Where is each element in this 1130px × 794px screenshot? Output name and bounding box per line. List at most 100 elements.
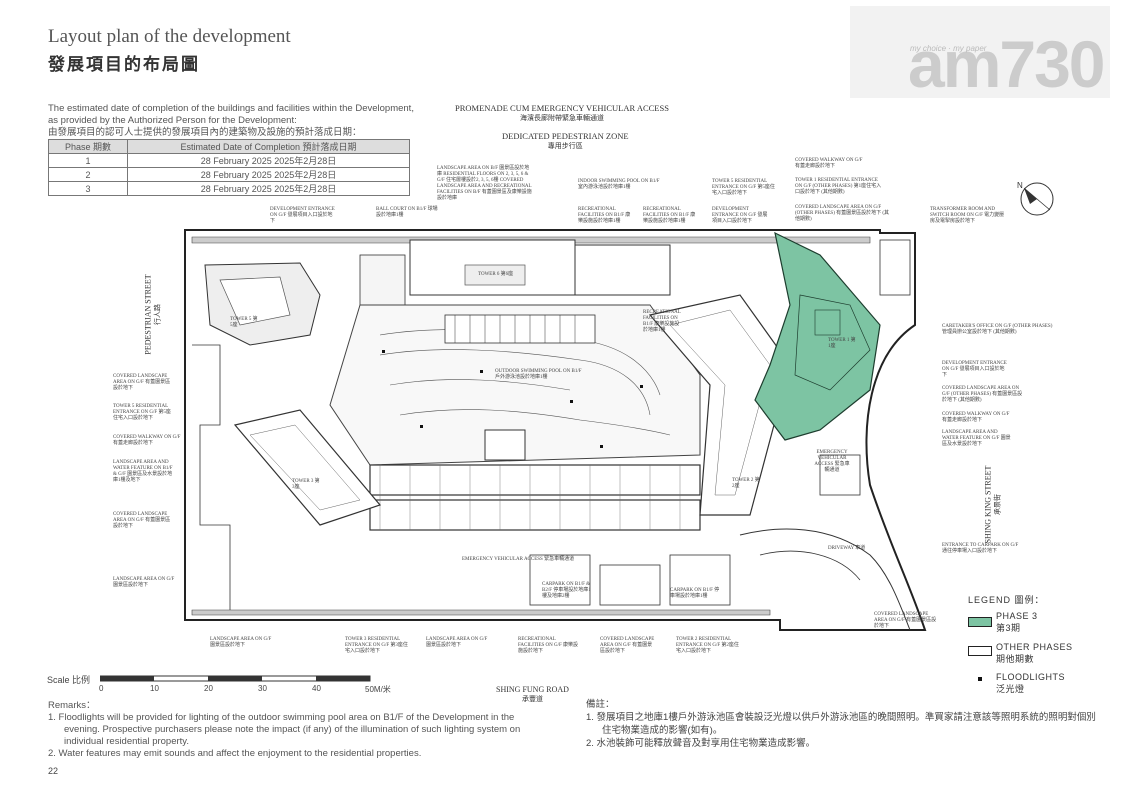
callout-label: DEVELOPMENT ENTRANCE ON G/F 發展項目入口設於地下 xyxy=(270,207,335,224)
callout-label: TOWER 3 RESIDENTIAL ENTRANCE ON G/F 第3座住… xyxy=(345,637,408,654)
callout-label: TOWER 1 RESIDENTIAL ENTRANCE ON G/F (OTH… xyxy=(795,178,882,195)
legend-title: LEGEND 圖例： xyxy=(968,595,1045,605)
callout-label: TOWER 2 RESIDENTIAL ENTRANCE ON G/F 第2座住… xyxy=(676,637,739,654)
legend-item-floodlights: FLOODLIGHTS 泛光燈 xyxy=(996,671,1065,695)
remark-item: 1. Floodlights will be provided for ligh… xyxy=(48,712,521,747)
promenade-label: PROMENADE CUM EMERGENCY VEHICULAR ACCESS… xyxy=(455,103,669,123)
promenade-label-zh: 海濱長廊附帶緊急車輛通道 xyxy=(519,114,604,122)
legend-label-en: OTHER PHASES xyxy=(996,642,1073,652)
pool-label: OUTDOOR SWIMMING POOL ON B1/F 戶外游泳池設於地庫1… xyxy=(495,369,582,380)
page-title-zh: 發展項目的布局圖 xyxy=(48,55,200,74)
callout-label: RECREATIONAL FACILITIES ON B1/F 康樂設施設於地庫… xyxy=(643,207,696,224)
remarks-title: Remarks： xyxy=(48,700,96,711)
legend-label-zh: 泛光燈 xyxy=(996,684,1025,694)
completion-intro-en: The estimated date of completion of the … xyxy=(48,103,414,126)
callout-label: RECREATIONAL FACILITIES ON G/F 康樂設施設於地下 xyxy=(518,637,579,654)
table-cell: 2 xyxy=(48,167,128,182)
table-cell: 28 February 2025 2025年2月28日 xyxy=(127,167,410,182)
callout-label: RECREATIONAL FACILITIES ON B1/F 康樂設施設於地庫… xyxy=(578,207,631,224)
callout-label: LANDSCAPE AREA ON G/F 園景區設於地下 xyxy=(113,577,175,588)
tower3-label: TOWER 3 第3座 xyxy=(292,479,320,490)
table-cell: 3 xyxy=(48,181,128,196)
callout-label: BALL COURT ON B1/F 球場設於地庫1樓 xyxy=(376,207,438,218)
table-row: 1 28 February 2025 2025年2月28日 xyxy=(48,153,410,168)
completion-intro-zh: 由發展項目的認可人士提供的發展項目內的建築物及設施的預計落成日期： xyxy=(48,127,362,138)
site-plan xyxy=(184,229,927,631)
pedestrian-zone-zh: 專用步行區 xyxy=(547,142,583,150)
pedestrian-street-en: PEDESTRIAN STREET xyxy=(143,274,153,355)
tower6-label: TOWER 6 第6座 xyxy=(478,272,514,277)
callout-label: COVERED WALKWAY ON G/F 有蓋走廊設於地下 xyxy=(113,435,181,446)
callout-label: COVERED LANDSCAPE AREA ON G/F 有蓋園景區設於地下 xyxy=(113,374,171,391)
callout-label: CARETAKER'S OFFICE ON G/F (OTHER PHASES)… xyxy=(942,324,1053,335)
note-item: 2. 水池裝飾可能釋放聲音及對享用住宅物業造成影響。 xyxy=(586,738,816,749)
remarks-en: Remarks： 1. Floodlights will be provided… xyxy=(48,700,548,760)
callout-label: DEVELOPMENT ENTRANCE ON G/F 發展項目入口設於地下 xyxy=(712,207,768,224)
eva-bottom-label: EMERGENCY VEHICULAR ACCESS 緊急車輛通道 xyxy=(462,557,575,562)
legend-label-zh: 期他期數 xyxy=(996,654,1035,664)
callout-label: LANDSCAPE AREA ON G/F 園景區設於地下 xyxy=(210,637,272,648)
watermark-panel xyxy=(850,6,1110,98)
scale-tick: 40 xyxy=(312,684,321,693)
completion-intro: The estimated date of completion of the … xyxy=(48,103,418,139)
legend-swatch-phase3 xyxy=(968,617,992,627)
pedestrian-street-zh: 行人路 xyxy=(153,304,162,325)
callout-label: DEVELOPMENT ENTRANCE ON G/F 發展項目入口設於地下 xyxy=(942,361,1007,378)
table-row: 3 28 February 2025 2025年2月28日 xyxy=(48,181,410,196)
phase-completion-table: Phase 期數 Estimated Date of Completion 預計… xyxy=(48,139,410,196)
legend-item-phase3: PHASE 3 第3期 xyxy=(996,610,1038,634)
callout-label: COVERED LANDSCAPE AREA ON G/F 有蓋園景區設於地下 xyxy=(600,637,655,654)
callout-label: INDOOR SWIMMING POOL ON B1/F 室內游泳池設於地庫1樓 xyxy=(578,179,660,190)
carpark-b1-b2-label: CARPARK ON B1/F & B2/F 停車場設於地庫1樓及地庫2樓 xyxy=(542,582,591,599)
svg-text:N: N xyxy=(1017,181,1023,190)
table-cell: 28 February 2025 2025年2月28日 xyxy=(127,153,410,168)
scale-tick: 20 xyxy=(204,684,213,693)
callout-label: ENTRANCE TO CARPARK ON G/F 通往停車場入口設於地下 xyxy=(942,543,1019,554)
shing-king-street-label: SHING KING STREET 承景街 xyxy=(984,455,1003,555)
tower2-label: TOWER 2 第2座 xyxy=(732,478,760,489)
eva-right-label: EMERGENCY VEHICULAR ACCESS 緊急車輛通道 xyxy=(814,450,850,473)
shing-king-street-zh: 承景街 xyxy=(993,494,1002,515)
promenade-label-en: PROMENADE CUM EMERGENCY VEHICULAR ACCESS xyxy=(455,103,669,113)
legend-label-en: FLOODLIGHTS xyxy=(996,672,1066,682)
legend-item-other-phases: OTHER PHASES 期他期數 xyxy=(996,641,1073,665)
callout-label: LANDSCAPE AREA AND WATER FEATURE ON G/F … xyxy=(942,430,1011,447)
callout-label: LANDSCAPE AREA AND WATER FEATURE ON B1/F… xyxy=(113,460,173,483)
callout-label: LANDSCAPE AREA ON B/F 園景區設於地庫 RESIDENTIA… xyxy=(437,166,532,201)
table-row: 2 28 February 2025 2025年2月28日 xyxy=(48,167,410,182)
table-cell: 28 February 2025 2025年2月28日 xyxy=(127,181,410,196)
callout-label: COVERED LANDSCAPE AREA ON G/F (OTHER PHA… xyxy=(795,205,890,222)
note-item: 1. 發展項目之地庫1樓戶外游泳池區會裝設泛光燈以供戶外游泳池區的晚間照明。準買… xyxy=(586,712,1096,736)
callout-label: COVERED LANDSCAPE AREA ON G/F 有蓋園景區設於地下 xyxy=(113,512,171,529)
callout-label: TOWER 5 RESIDENTIAL ENTRANCE ON G/F 第5座住… xyxy=(712,179,775,196)
callout-label: COVERED LANDSCAPE AREA ON G/F (OTHER PHA… xyxy=(942,386,1023,403)
scale-tick: 30 xyxy=(258,684,267,693)
shing-king-street-en: SHING KING STREET xyxy=(983,465,993,544)
page-title-en: Layout plan of the development xyxy=(48,26,291,47)
notes-title: 備註： xyxy=(586,699,615,710)
shing-fung-road-en: SHING FUNG ROAD xyxy=(496,685,569,694)
scale-bar xyxy=(100,675,371,682)
scale-label: Scale 比例 xyxy=(47,675,91,685)
north-arrow-icon: N xyxy=(1017,181,1054,216)
callout-label: TOWER 5 RESIDENTIAL ENTRANCE ON G/F 第5座住… xyxy=(113,404,171,421)
watermark-logo: am730 xyxy=(908,27,1106,101)
scale-tick: 0 xyxy=(99,684,104,693)
table-header-cell: Estimated Date of Completion 預計落成日期 xyxy=(127,139,410,154)
legend-label-zh: 第3期 xyxy=(996,623,1021,633)
callout-label: COVERED LANDSCAPE AREA ON G/F 有蓋園景區設於地下 xyxy=(874,612,937,629)
watermark-slogan: my choice · my paper xyxy=(910,44,987,53)
scale-tick: 10 xyxy=(150,684,159,693)
callout-label: COVERED WALKWAY ON G/F 有蓋走廊設於地下 xyxy=(795,158,863,169)
remark-item: 2. Water features may emit sounds and af… xyxy=(48,748,422,759)
recreational-inner-label: RECREATIONAL FACILITIES ON B1/F 康樂設施設於地庫… xyxy=(643,310,681,333)
callout-label: COVERED WALKWAY ON G/F 有蓋走廊設於地下 xyxy=(942,412,1010,423)
table-header-row: Phase 期數 Estimated Date of Completion 預計… xyxy=(48,139,410,154)
scale-tick: 50M/米 xyxy=(365,685,391,694)
tower1-label: TOWER 1 第1座 xyxy=(828,338,856,349)
tower5-label: TOWER 5 第5座 xyxy=(230,317,258,328)
callout-label: LANDSCAPE AREA ON G/F 園景區設於地下 xyxy=(426,637,488,648)
shing-fung-road-label: SHING FUNG ROAD 承豐道 xyxy=(496,685,569,704)
page-number: 22 xyxy=(48,766,59,776)
table-cell: 1 xyxy=(48,153,128,168)
